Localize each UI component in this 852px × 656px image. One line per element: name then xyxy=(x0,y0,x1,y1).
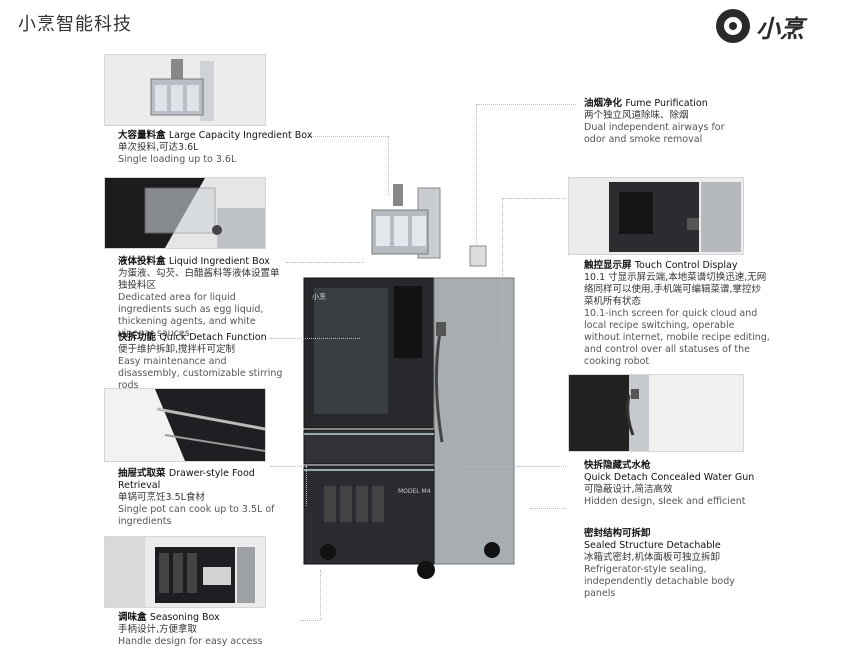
water-gun-illustration xyxy=(569,375,743,451)
leader-line xyxy=(502,198,566,199)
feature-desc-en: Hidden design, sleek and efficient xyxy=(584,496,746,507)
brand-logo: 小烹 xyxy=(716,8,836,44)
leader-line xyxy=(300,620,320,621)
brand-title: 小烹智能科技 xyxy=(18,14,132,35)
feature-fume-purification: 油烟净化 Fume Purification 两个独立风道除味、除烟 Dual … xyxy=(584,98,744,146)
feature-desc-en: Dedicated area for liquid ingredients su… xyxy=(118,292,264,339)
feature-seasoning-box: 调味盒 Seasoning Box 手柄设计,方便拿取 Handle desig… xyxy=(118,612,298,648)
leader-line xyxy=(530,508,566,509)
leader-line xyxy=(308,136,388,137)
machine-badge: 小烹 xyxy=(312,293,326,301)
leader-line xyxy=(502,198,503,348)
thumb-water-gun xyxy=(568,374,744,452)
feature-title-en: Touch Control Display xyxy=(634,260,738,271)
feature-desc-cn: 冰箱式密封,机体面板可独立拆卸 xyxy=(584,552,721,563)
drawer-illustration xyxy=(105,389,265,461)
feature-sealed-structure: 密封结构可拆卸 Sealed Structure Detachable 冰箱式密… xyxy=(584,528,764,600)
thumb-touch-display xyxy=(568,177,744,255)
leader-line xyxy=(270,466,306,467)
feature-title-cn: 密封结构可拆卸 xyxy=(584,528,651,539)
logo-text: 小烹 xyxy=(756,14,804,43)
cooking-robot-illustration xyxy=(303,184,515,579)
leader-line xyxy=(270,338,360,339)
feature-title-cn: 快拆隐藏式水枪 xyxy=(584,460,651,471)
feature-desc-cn: 便于维护拆卸,搅拌杆可定制 xyxy=(118,344,236,355)
feature-title-en: Quick Detach Function xyxy=(159,332,267,343)
feature-desc-en: Refrigerator-style sealing, independentl… xyxy=(584,564,735,599)
feature-desc-cn: 可隐蔽设计,简洁高效 xyxy=(584,484,673,495)
leader-line xyxy=(286,262,364,263)
thumb-seasoning xyxy=(104,536,266,608)
leader-line xyxy=(476,104,477,244)
feature-drawer-retrieval: 抽屉式取菜 Drawer-style Food Retrieval 单锅可烹饪3… xyxy=(118,468,278,528)
feature-desc-cn: 单次投料,可达3.6L xyxy=(118,142,199,153)
logo-mark-icon xyxy=(716,9,750,43)
feature-liquid-box: 液体投料盒 Liquid Ingredient Box 为蛋液、勾芡、白醋酱料等… xyxy=(118,256,286,340)
feature-desc-cn: 为蛋液、勾芡、白醋酱料等液体设置单独投料区 xyxy=(118,268,280,291)
feature-title-en: Seasoning Box xyxy=(149,612,220,623)
ingredient-box-illustration xyxy=(105,55,265,125)
feature-desc-en: Single loading up to 3.6L xyxy=(118,154,237,165)
feature-title-cn: 调味盒 xyxy=(118,612,147,623)
feature-water-gun: 快拆隐藏式水枪 Quick Detach Concealed Water Gun… xyxy=(584,460,764,508)
leader-line xyxy=(388,136,389,196)
feature-touch-display: 触控显示屏 Touch Control Display 10.1 寸显示屏云端,… xyxy=(584,260,770,368)
feature-title-cn: 油烟净化 xyxy=(584,98,623,109)
touch-display-illustration xyxy=(569,178,743,254)
feature-title-en: Large Capacity Ingredient Box xyxy=(168,130,313,141)
feature-title-en: Sealed Structure Detachable xyxy=(584,540,721,551)
feature-title-en: Liquid Ingredient Box xyxy=(168,256,270,267)
feature-title-en: Quick Detach Concealed Water Gun xyxy=(584,472,755,483)
feature-desc-en: 10.1-inch screen for quick cloud and loc… xyxy=(584,308,770,367)
cooking-robot-machine: MODEL M4 小烹 xyxy=(290,182,530,582)
seasoning-illustration xyxy=(105,537,265,607)
feature-large-capacity-box: 大容量料盒 Large Capacity Ingredient Box 单次投料… xyxy=(118,130,318,166)
leader-line xyxy=(320,570,321,620)
feature-desc-cn: 单锅可烹饪3.5L食材 xyxy=(118,492,205,503)
leader-line xyxy=(462,466,566,467)
feature-desc-en: Dual independent airways for odor and sm… xyxy=(584,122,725,145)
feature-desc-en: Easy maintenance and disassembly, custom… xyxy=(118,356,283,391)
feature-title-en: Fume Purification xyxy=(625,98,708,109)
feature-title-cn: 液体投料盒 xyxy=(118,256,166,267)
leader-line xyxy=(306,466,307,506)
feature-quick-detach: 快拆功能 Quick Detach Function 便于维护拆卸,搅拌杆可定制… xyxy=(118,332,284,392)
thumb-ingredient-box xyxy=(104,54,266,126)
feature-title-cn: 抽屉式取菜 xyxy=(118,468,166,479)
feature-title-en: Drawer-style Food Retrieval xyxy=(118,468,255,491)
feature-desc-en: Handle design for easy access xyxy=(118,636,263,647)
feature-title-cn: 大容量料盒 xyxy=(118,130,166,141)
feature-desc-cn: 手柄设计,方便拿取 xyxy=(118,624,198,635)
thumb-drawer xyxy=(104,388,266,462)
feature-title-cn: 快拆功能 xyxy=(118,332,157,343)
feature-title-cn: 触控显示屏 xyxy=(584,260,632,271)
feature-desc-cn: 10.1 寸显示屏云端,本地菜谱切换迅速,无网络同样可以使用,手机端可编辑菜谱,… xyxy=(584,272,767,307)
leader-line xyxy=(476,104,576,105)
feature-desc-cn: 两个独立风道除味、除烟 xyxy=(584,110,689,121)
feature-desc-en: Single pot can cook up to 3.5L of ingred… xyxy=(118,504,275,527)
machine-model-label: MODEL M4 xyxy=(398,488,431,495)
thumb-liquid-box xyxy=(104,177,266,249)
liquid-box-illustration xyxy=(105,178,265,248)
